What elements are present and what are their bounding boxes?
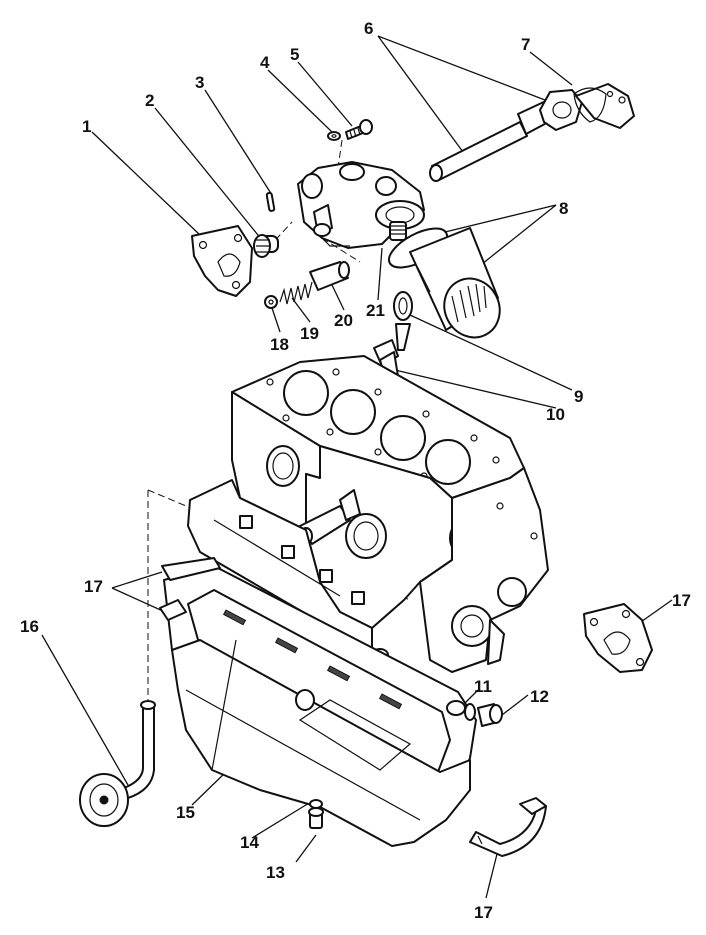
leader-lines: [41, 35, 673, 899]
callout-17-bottom: 17: [474, 903, 493, 922]
callout-12: 12: [530, 687, 549, 706]
drain-plug: [477, 703, 503, 727]
pump-rotor: [539, 89, 583, 131]
relief-washer: [264, 295, 278, 309]
oil-pump-cover-gasket: [191, 225, 253, 297]
pump-bolt: [345, 119, 373, 140]
callout-9: 9: [574, 387, 583, 406]
washer-small: [327, 131, 341, 141]
callout-21: 21: [366, 301, 385, 320]
callout-15: 15: [176, 803, 195, 822]
relief-valve-shaft: [429, 99, 557, 182]
relief-plunger: [309, 261, 350, 291]
callout-17-left: 17: [84, 577, 103, 596]
pump-cover: [573, 83, 635, 129]
callout-20: 20: [334, 311, 353, 330]
callout-4: 4: [260, 53, 270, 72]
oil-pan: [171, 639, 471, 847]
half-moon-seal: [469, 797, 547, 857]
end-cover-gasket-right: [583, 603, 653, 673]
callout-3: 3: [195, 73, 204, 92]
callout-13: 13: [266, 863, 285, 882]
callout-18: 18: [270, 335, 289, 354]
callout-11: 11: [474, 677, 492, 696]
callout-16: 16: [20, 617, 39, 636]
pan-washer: [309, 799, 323, 809]
callout-1: 1: [82, 117, 91, 136]
callout-8: 8: [559, 199, 568, 218]
relief-spring: [279, 281, 313, 305]
pan-plug: [308, 807, 324, 829]
callout-17-right: 17: [672, 591, 691, 610]
callout-14: 14: [240, 833, 259, 852]
oil-pickup-tube: [79, 700, 156, 827]
callout-labels: 1 2 3 4 5 6 7 8 9 10 11 12 13 14 15 16 1…: [20, 19, 691, 922]
callout-10: 10: [546, 405, 565, 424]
callout-6: 6: [364, 19, 373, 38]
filter-fitting: [389, 221, 407, 241]
oil-pump-drive-gear: [253, 234, 279, 258]
pin: [265, 191, 276, 212]
engine-block: [187, 355, 549, 673]
oil-filter: [387, 227, 501, 339]
side-gasket-strip: [159, 557, 221, 621]
callout-7: 7: [521, 35, 530, 54]
drain-washer: [464, 703, 476, 721]
callout-19: 19: [300, 324, 319, 343]
callout-5: 5: [290, 45, 299, 64]
dipstick-ring-fitting: [393, 291, 413, 351]
callout-2: 2: [145, 91, 154, 110]
